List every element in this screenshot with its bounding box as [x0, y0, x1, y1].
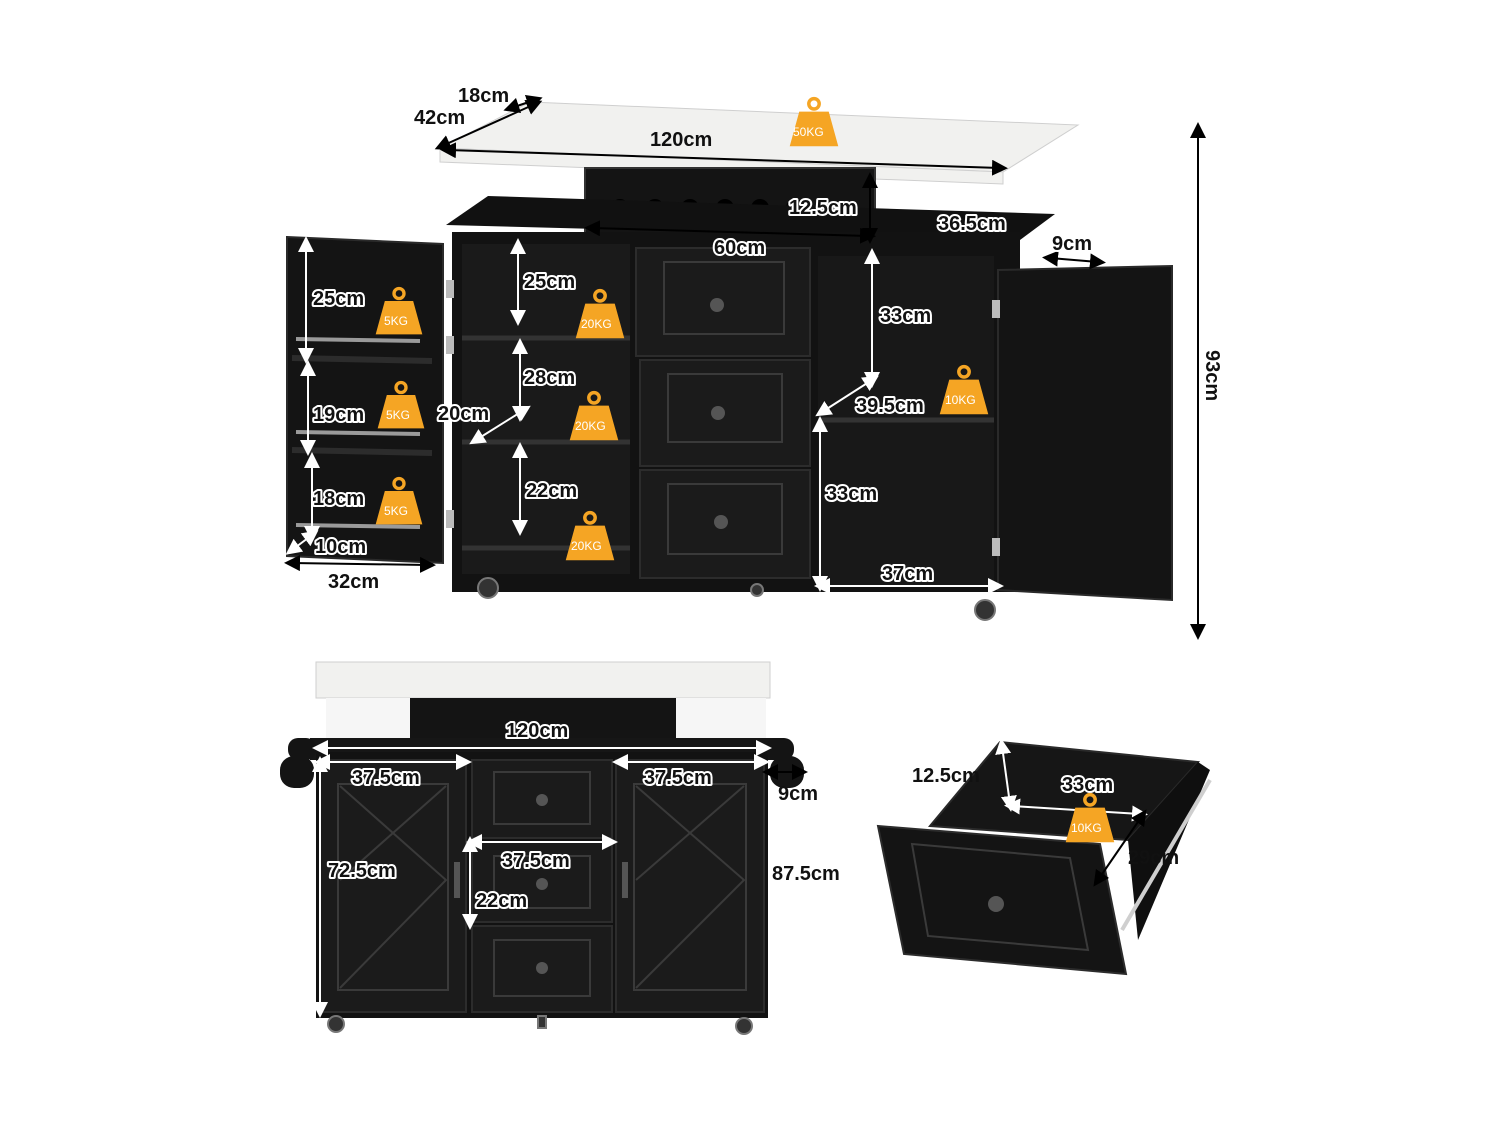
- left-cabinet-depth-label: 20cm: [438, 403, 489, 425]
- front-width-label: 120cm: [506, 720, 568, 742]
- drawer-knob[interactable]: [536, 794, 548, 806]
- wine-rack-height-label: 12.5cm: [789, 197, 857, 219]
- left-door-depth-label: 10cm: [315, 536, 366, 558]
- right-door-open[interactable]: [997, 264, 1173, 602]
- front-left-door[interactable]: [319, 759, 467, 1013]
- drawer-knob[interactable]: [710, 298, 724, 312]
- front-total-height-label: 87.5cm: [772, 863, 840, 885]
- left-door-open[interactable]: [286, 235, 444, 565]
- svg-text:5KG: 5KG: [384, 314, 408, 328]
- svg-text:5KG: 5KG: [384, 504, 408, 518]
- svg-text:10KG: 10KG: [945, 393, 976, 407]
- drawer-knob[interactable]: [711, 406, 725, 420]
- towel-bar[interactable]: [280, 756, 314, 788]
- left-cabinet-shelf-label: 25cm: [524, 271, 575, 293]
- caster-wheel: [477, 577, 499, 599]
- weight-badge: 20KG: [564, 510, 616, 562]
- left-cabinet-shelf-label: 22cm: [526, 480, 577, 502]
- svg-text:50KG: 50KG: [793, 125, 824, 139]
- right-cabinet-upper-label: 33cm: [880, 305, 931, 327]
- front-right-door-width-label: 37.5cm: [644, 767, 712, 789]
- drawer-knob[interactable]: [536, 962, 548, 974]
- left-door-shelf-label: 18cm: [313, 488, 364, 510]
- svg-text:5KG: 5KG: [386, 408, 410, 422]
- drawer-knob[interactable]: [988, 896, 1004, 912]
- svg-text:20KG: 20KG: [581, 317, 612, 331]
- svg-text:10KG: 10KG: [1071, 821, 1102, 835]
- caster-wheel: [750, 583, 764, 597]
- front-right-door[interactable]: [615, 759, 765, 1013]
- weight-badge: 20KG: [568, 390, 620, 442]
- right-cabinet-width-label: 37cm: [882, 563, 933, 585]
- weight-badge: 5KG: [374, 286, 424, 336]
- front-drawer-height-label: 22cm: [476, 890, 527, 912]
- left-door-width-label: 32cm: [328, 571, 379, 593]
- width-label: 120cm: [650, 129, 712, 151]
- right-cabinet-lower-label: 33cm: [826, 483, 877, 505]
- weight-badge: 5KG: [376, 380, 426, 430]
- drawer-detail-view: 12.5cm 33cm 29cm 10KG: [876, 738, 1212, 976]
- front-towel-bar-label: 9cm: [778, 783, 818, 805]
- depth-label: 42cm: [414, 107, 465, 129]
- isometric-view: 18cm 42cm 120cm 12.5cm 60cm 36.5cm 9cm 9…: [284, 85, 1223, 640]
- overhang-label: 18cm: [458, 85, 509, 107]
- drawer-knob[interactable]: [714, 515, 728, 529]
- front-view: 120cm 37.5cm 37.5cm 9cm 72.5cm 37.5cm 22…: [280, 661, 840, 1035]
- caster-wheel: [327, 1015, 345, 1033]
- total-height-label: 93cm: [1201, 350, 1223, 401]
- weight-badge: 5KG: [374, 476, 424, 526]
- door-handle[interactable]: [454, 862, 460, 898]
- weight-badge: 10KG: [1064, 792, 1116, 844]
- caster-wheel: [974, 599, 996, 621]
- drawer-depth-label: 29cm: [1128, 847, 1179, 869]
- weight-badge: 10KG: [938, 364, 990, 416]
- side-depth-label: 36.5cm: [938, 213, 1006, 235]
- drawer-knob[interactable]: [536, 878, 548, 890]
- wine-rack-width-label: 60cm: [714, 237, 765, 259]
- weight-badge: 20KG: [574, 288, 626, 340]
- left-cabinet-shelf-label: 28cm: [524, 367, 575, 389]
- svg-text:20KG: 20KG: [571, 539, 602, 553]
- right-cabinet-depth-label: 39.5cm: [856, 395, 924, 417]
- caster-wheel: [735, 1017, 753, 1035]
- front-wine-rack: [410, 698, 676, 740]
- front-countertop: [315, 661, 771, 699]
- front-door-height-label: 72.5cm: [328, 860, 396, 882]
- drawer-stack: [635, 247, 811, 579]
- front-drawer-width-label: 37.5cm: [502, 850, 570, 872]
- front-left-door-width-label: 37.5cm: [352, 767, 420, 789]
- towel-bar-label: 9cm: [1052, 233, 1092, 255]
- door-handle[interactable]: [622, 862, 628, 898]
- drawer-height-label: 12.5cm: [912, 765, 980, 787]
- svg-text:20KG: 20KG: [575, 419, 606, 433]
- left-door-shelf-label: 25cm: [313, 288, 364, 310]
- weight-badge: 50KG: [788, 96, 840, 148]
- drawer-width-label: 33cm: [1062, 774, 1113, 796]
- left-door-shelf-label: 19cm: [313, 404, 364, 426]
